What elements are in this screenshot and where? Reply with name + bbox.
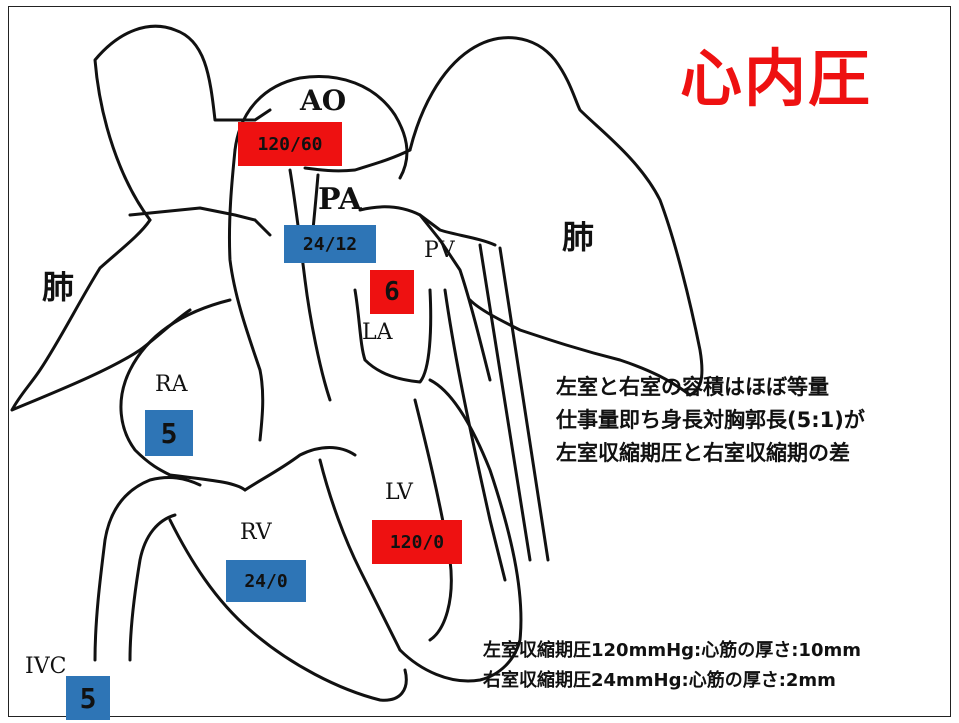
pressure-ra-badge: 5 [145,410,193,456]
lung-left-label: 肺 [42,262,74,308]
aorta-ascending [229,150,262,440]
rv-outline [245,448,355,491]
note-line-3: 左室収縮期圧と右室収縮期の差 [556,437,850,467]
pressure-lv-badge: 120/0 [372,520,462,564]
pressure-pa-badge: 24/12 [284,225,376,263]
pressure-rv-badge: 24/0 [226,560,306,602]
ivc-left [95,478,200,660]
label-pv: PV [424,238,455,263]
footer-line-1: 左室収縮期圧120mmHg:心筋の厚さ:10mm [483,636,861,662]
pressure-ivc-badge: 5 [66,676,110,720]
footer-line-2: 右室収縮期圧24mmHg:心筋の厚さ:2mm [483,666,836,692]
rv-lower [170,520,406,700]
label-la: LA [362,320,393,345]
label-ra: RA [155,372,187,397]
pressure-ao-badge: 120/60 [238,122,342,166]
slide-title: 心内圧 [680,28,872,118]
label-rv: RV [240,520,272,545]
label-ao: AO [300,84,346,117]
label-lv: LV [385,480,413,505]
note-line-2: 仕事量即ち身長対胸郭長(5:1)が [556,404,865,434]
label-pa: PA [318,182,362,217]
lung-right-label: 肺 [562,212,594,258]
left-lung-hilum [130,208,270,235]
note-line-1: 左室と右室の容積はほぼ等量 [556,371,829,401]
ivc-right [130,515,175,660]
label-ivc: IVC [25,654,66,679]
pressure-la-badge: 6 [370,270,414,314]
